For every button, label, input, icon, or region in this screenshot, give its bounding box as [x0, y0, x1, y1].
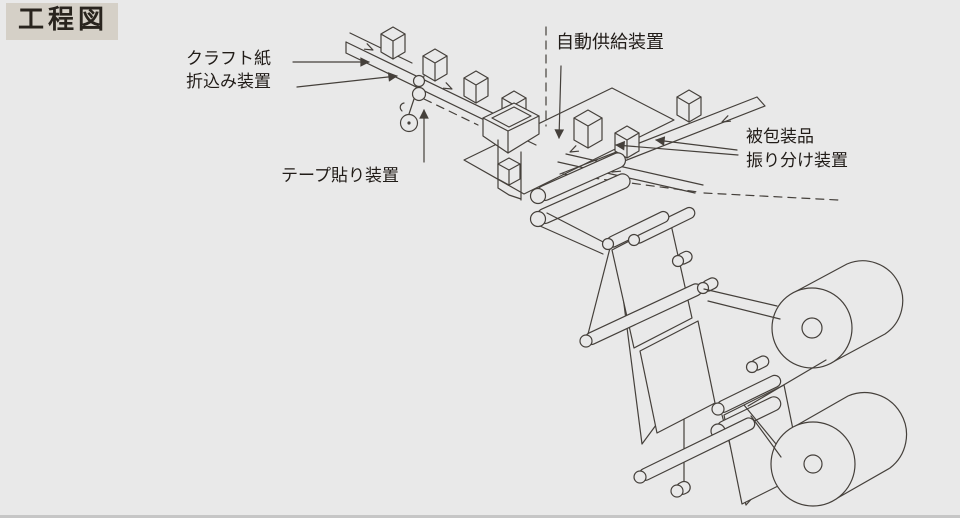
label-auto-supply-unit: 自動供給装置 [556, 32, 664, 53]
label-line: 折込み装置 [186, 72, 271, 92]
folding-hopper-and-column [482, 102, 540, 201]
left-conveyor-band [345, 32, 537, 146]
roll-core [801, 317, 823, 339]
hidden-conveyor-dashed [562, 173, 839, 201]
web-station-upper [579, 206, 719, 434]
bottom-divider [0, 515, 960, 518]
leader-sorting-2 [615, 140, 739, 156]
label-line: クラフト紙 [186, 49, 271, 69]
tape-unit [399, 74, 427, 133]
label-kraft-folding-unit: クラフト紙 折込み装置 [186, 48, 271, 94]
hidden-edge-dashed [423, 98, 479, 126]
paper-feed-lines [703, 288, 827, 407]
deck-rollers [529, 152, 631, 255]
roll-core [803, 454, 823, 474]
paper-roll-upper [703, 260, 904, 407]
belt-arrow-icon [721, 115, 732, 123]
tape-guide-roller [411, 86, 427, 102]
belt-arrow-icon [363, 43, 374, 51]
label-tape-unit: テープ貼り装置 [281, 166, 399, 186]
leader-auto-arrow [554, 65, 565, 139]
leader-sorting-1 [655, 136, 738, 151]
belt-arrow-icon [442, 82, 453, 90]
paper-roll-lower [743, 392, 908, 507]
label-line: 被包装品 [746, 127, 814, 147]
paper-feed-lines [743, 404, 782, 458]
paper-web [639, 320, 716, 434]
callout-leaders [292, 26, 739, 163]
page-title: 工程図 [6, 3, 119, 41]
leader-kraft-2 [296, 72, 398, 88]
label-sorting-unit: 被包装品 振り分け装置 [746, 125, 848, 173]
label-line: 振り分け装置 [746, 151, 848, 171]
belt-arrow-icon [569, 145, 580, 153]
tape-guide-roller [412, 74, 426, 88]
